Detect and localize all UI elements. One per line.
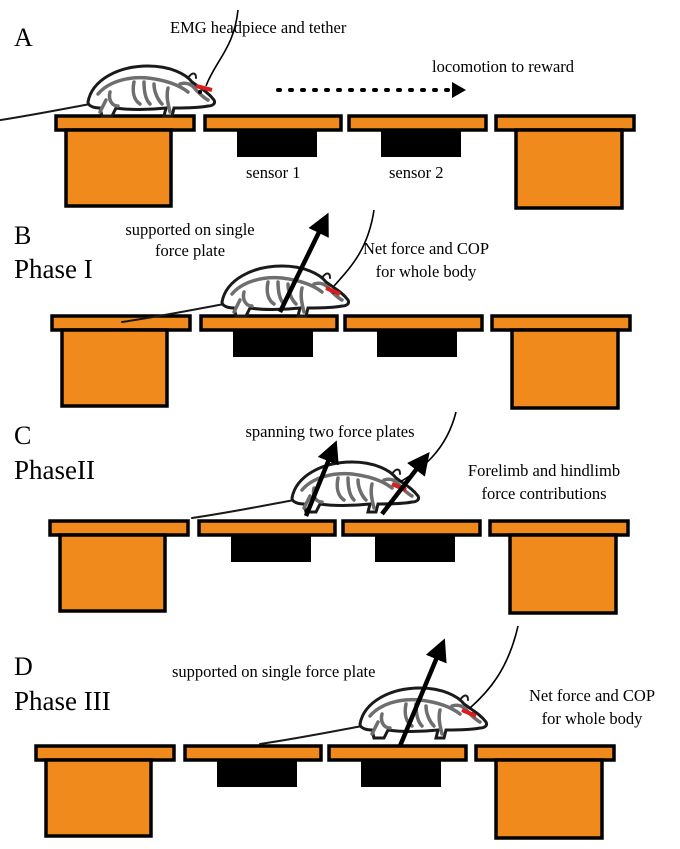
label-support-b-line2: force plate (155, 241, 225, 260)
force-vector-arrow-forelimb (380, 452, 430, 516)
phase-label-c: PhaseII (14, 455, 95, 485)
locomotion-arrowhead-icon (452, 82, 466, 98)
label-limb-line2: force contributions (481, 484, 606, 503)
emg-headpiece-d (461, 708, 477, 718)
rat-illustration-d (258, 686, 489, 746)
label-limb-line1: Forelimb and hindlimb (468, 461, 620, 480)
force-vector-arrow-b (277, 212, 329, 313)
tether-line-d (469, 625, 519, 709)
label-sensor-2: sensor 2 (389, 163, 444, 182)
emg-headpiece-b (325, 286, 341, 296)
panel-letter-c: C (14, 421, 31, 450)
emg-headpiece-a (195, 84, 213, 92)
panel-letter-a: A (14, 23, 33, 52)
label-net-force-d-line2: for whole body (542, 709, 644, 728)
label-net-force-d-line1: Net force and COP (529, 686, 655, 705)
panel-d: D Phase III supported on single force pl… (14, 625, 655, 840)
label-net-force-b-line1: Net force and COP (363, 239, 489, 258)
label-emg-headpiece: EMG headpiece and tether (170, 18, 347, 37)
phase-label-b: Phase I (14, 254, 93, 284)
tether-line-c (399, 411, 457, 483)
panel-b: B Phase I supported on single force plat… (14, 209, 632, 410)
panel-letter-b: B (14, 221, 31, 250)
label-spanning: spanning two force plates (245, 422, 414, 441)
label-support-d: supported on single force plate (172, 662, 375, 681)
label-sensor-1: sensor 1 (246, 163, 301, 182)
panel-c: C PhaseII spanning two force plates Fore… (14, 411, 630, 615)
panel-a: A EMG headpiece and tether locomotion to… (0, 9, 636, 210)
force-vector-arrow-d (397, 638, 447, 747)
label-net-force-b-line2: for whole body (376, 262, 478, 281)
label-locomotion: locomotion to reward (432, 57, 575, 76)
tether-line-a (205, 9, 239, 87)
phase-label-d: Phase III (14, 686, 111, 716)
rat-illustration-a (0, 64, 217, 124)
rat-illustration-b (120, 264, 351, 324)
label-support-b-line1: supported on single (125, 220, 254, 239)
force-vector-arrow-hindlimb (303, 440, 339, 517)
platform-row-d (34, 744, 616, 840)
platform-row-a (54, 114, 636, 210)
tether-line-b (333, 209, 375, 287)
panel-letter-d: D (14, 652, 33, 681)
platform-row-c (48, 519, 630, 615)
platform-row-b (50, 314, 632, 410)
